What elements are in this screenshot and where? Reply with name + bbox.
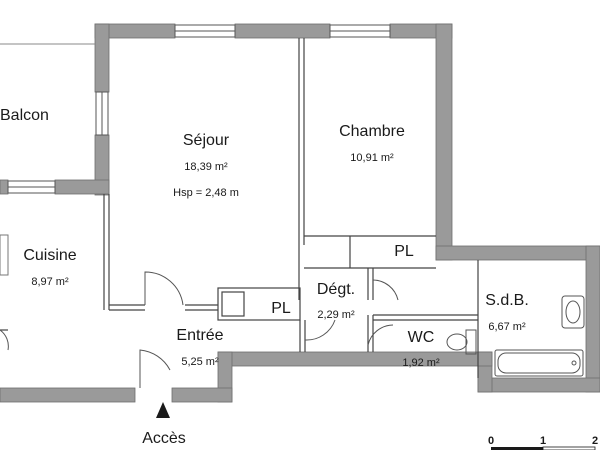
- bathtub: [494, 349, 584, 377]
- room-area-entree: 5,25 m²: [181, 356, 219, 368]
- ceiling-height: Hsp = 2,48 m: [173, 187, 239, 199]
- room-area-sdb: 6,67 m²: [488, 321, 526, 333]
- scale-tick-1: 1: [540, 435, 546, 447]
- room-label-sejour: Séjour: [183, 132, 230, 149]
- washbasin: [561, 295, 585, 329]
- closet-label-2: PL: [271, 300, 291, 317]
- room-label-chambre: Chambre: [339, 123, 405, 140]
- scale-tick-0: 0: [488, 435, 494, 447]
- exterior-walls: [0, 23, 600, 403]
- room-area-degt: 2,29 m²: [317, 309, 355, 321]
- interior-walls: [0, 38, 479, 378]
- room-label-balcon: Balcon: [0, 107, 49, 124]
- scale-tick-2: 2: [592, 435, 598, 447]
- scale-bar: 0 1 2: [488, 435, 598, 450]
- room-area-cuisine: 8,97 m²: [31, 276, 69, 288]
- kitchen-counter: [0, 234, 9, 276]
- room-label-entree: Entrée: [176, 327, 223, 344]
- room-label-wc: WC: [408, 329, 435, 346]
- room-label-cuisine: Cuisine: [23, 247, 76, 264]
- room-area-sejour: 18,39 m²: [184, 161, 228, 173]
- room-area-chambre: 10,91 m²: [350, 152, 394, 164]
- access-label: Accès: [142, 430, 186, 447]
- door-swings: [0, 271, 399, 388]
- windows: [7, 24, 391, 194]
- room-area-wc: 1,92 m²: [402, 357, 440, 369]
- access-arrow-icon: [156, 402, 170, 418]
- room-label-degt: Dégt.: [317, 281, 355, 298]
- room-label-sdb: S.d.B.: [485, 292, 529, 309]
- closet-label-1: PL: [394, 243, 414, 260]
- toilet: [446, 329, 477, 355]
